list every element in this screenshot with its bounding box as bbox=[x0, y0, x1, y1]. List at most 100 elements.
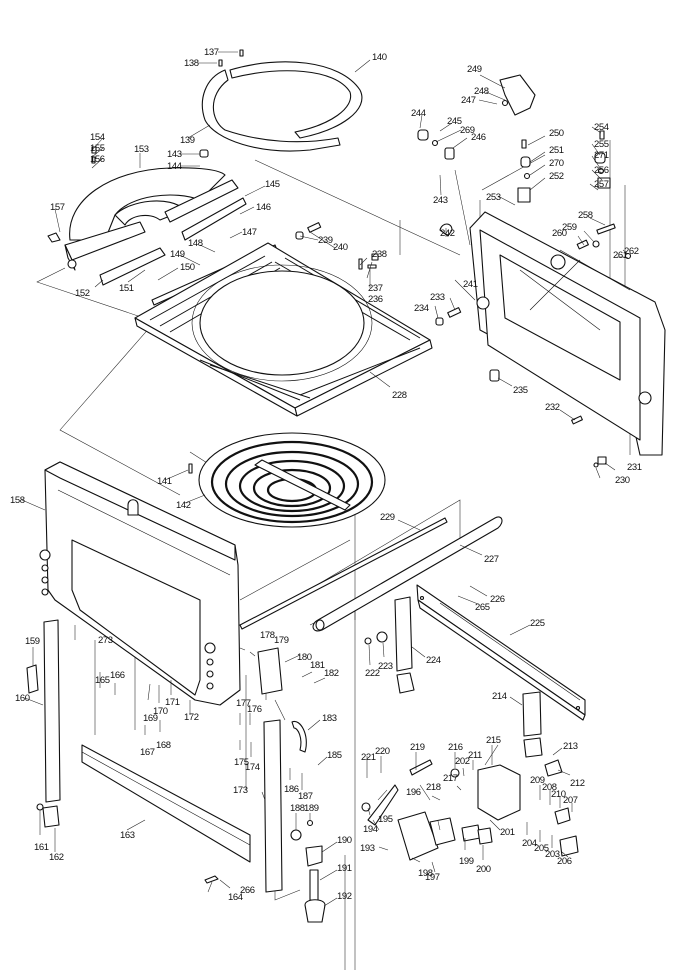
part-label-252: 252 bbox=[549, 171, 564, 182]
part-label-253: 253 bbox=[486, 192, 501, 203]
turn-base-part bbox=[188, 432, 386, 528]
part-label-183: 183 bbox=[322, 713, 337, 724]
part-label-158: 158 bbox=[10, 495, 25, 506]
part-label-225: 225 bbox=[530, 618, 545, 629]
part-label-179: 179 bbox=[274, 635, 289, 646]
part-label-191: 191 bbox=[337, 863, 352, 874]
rod-and-pipe bbox=[239, 516, 503, 632]
part-label-223: 223 bbox=[378, 661, 393, 672]
scale-ring-part bbox=[229, 61, 363, 139]
part-label-153: 153 bbox=[134, 144, 149, 155]
part-label-205: 205 bbox=[534, 843, 549, 854]
part-label-244: 244 bbox=[411, 108, 426, 119]
guide-rail-152 bbox=[99, 247, 166, 286]
part-label-242: 242 bbox=[440, 228, 455, 239]
part-label-198: 198 bbox=[418, 868, 433, 879]
part-label-187: 187 bbox=[298, 791, 313, 802]
part-label-224: 224 bbox=[426, 655, 441, 666]
part-label-220: 220 bbox=[375, 746, 390, 757]
part-label-168: 168 bbox=[156, 740, 171, 751]
cross-brace-225 bbox=[416, 584, 586, 721]
scale-ring-assembly bbox=[201, 49, 363, 152]
miter-arm-part bbox=[69, 167, 226, 241]
part-labels: 1371381391401411421431441451461471481491… bbox=[10, 47, 642, 903]
part-label-150: 150 bbox=[180, 262, 195, 273]
lock-plate-249 bbox=[499, 74, 536, 116]
part-label-256: 256 bbox=[594, 165, 609, 176]
part-label-159: 159 bbox=[25, 636, 40, 647]
part-label-245: 245 bbox=[447, 116, 462, 127]
part-label-270: 270 bbox=[549, 158, 564, 169]
part-label-214: 214 bbox=[492, 691, 507, 702]
part-label-138: 138 bbox=[184, 58, 199, 69]
part-label-215: 215 bbox=[486, 735, 501, 746]
part-label-219: 219 bbox=[410, 742, 425, 753]
part-label-235: 235 bbox=[513, 385, 528, 396]
part-label-247: 247 bbox=[461, 95, 476, 106]
part-label-174: 174 bbox=[245, 762, 260, 773]
part-label-189: 189 bbox=[304, 803, 319, 814]
part-label-246: 246 bbox=[471, 132, 486, 143]
part-label-154: 154 bbox=[90, 132, 105, 143]
part-label-149: 149 bbox=[170, 249, 185, 260]
switch-box-assembly bbox=[361, 759, 579, 861]
part-label-137: 137 bbox=[204, 47, 219, 58]
part-label-239: 239 bbox=[318, 235, 333, 246]
leader-lines bbox=[21, 51, 629, 907]
right-side-frame-part bbox=[469, 211, 666, 456]
part-label-178: 178 bbox=[260, 630, 275, 641]
part-label-241: 241 bbox=[463, 279, 478, 290]
part-label-254: 254 bbox=[594, 122, 609, 133]
part-label-237: 237 bbox=[368, 283, 383, 294]
part-label-177: 177 bbox=[236, 698, 251, 709]
part-label-182: 182 bbox=[324, 668, 339, 679]
part-label-255: 255 bbox=[594, 139, 609, 150]
part-label-193: 193 bbox=[360, 843, 375, 854]
part-label-258: 258 bbox=[578, 210, 593, 221]
part-label-233: 233 bbox=[430, 292, 445, 303]
part-label-163: 163 bbox=[120, 830, 135, 841]
part-label-199: 199 bbox=[459, 856, 474, 867]
cap-235 bbox=[489, 369, 500, 382]
part-label-180: 180 bbox=[297, 652, 312, 663]
part-label-212: 212 bbox=[570, 778, 585, 789]
part-label-195: 195 bbox=[378, 814, 393, 825]
strain-relief-219 bbox=[409, 759, 433, 776]
part-label-147: 147 bbox=[242, 227, 257, 238]
part-label-269: 269 bbox=[460, 125, 475, 136]
part-label-161: 161 bbox=[34, 842, 49, 853]
part-label-221: 221 bbox=[361, 752, 376, 763]
part-label-250: 250 bbox=[549, 128, 564, 139]
part-label-196: 196 bbox=[406, 787, 421, 798]
part-label-181: 181 bbox=[310, 660, 325, 671]
part-label-266: 266 bbox=[240, 885, 255, 896]
part-label-227: 227 bbox=[484, 554, 499, 565]
part-label-208: 208 bbox=[542, 782, 557, 793]
part-label-226: 226 bbox=[490, 594, 505, 605]
part-label-169: 169 bbox=[143, 713, 158, 724]
part-label-228: 228 bbox=[392, 390, 407, 401]
guide-rail-145 bbox=[164, 179, 239, 223]
part-label-251: 251 bbox=[549, 145, 564, 156]
part-label-155: 155 bbox=[90, 143, 105, 154]
part-label-172: 172 bbox=[184, 712, 199, 723]
part-label-232: 232 bbox=[545, 402, 560, 413]
leg-173 bbox=[257, 647, 314, 893]
part-label-238: 238 bbox=[372, 249, 387, 260]
part-label-203: 203 bbox=[545, 849, 560, 860]
pipe-227 bbox=[312, 516, 503, 632]
part-label-166: 166 bbox=[110, 670, 125, 681]
part-label-249: 249 bbox=[467, 64, 482, 75]
part-label-202: 202 bbox=[455, 756, 470, 767]
leg-224 bbox=[364, 596, 415, 694]
part-label-260: 260 bbox=[552, 228, 567, 239]
part-label-160: 160 bbox=[15, 693, 30, 704]
part-label-209: 209 bbox=[530, 775, 545, 786]
part-label-188: 188 bbox=[290, 803, 305, 814]
part-label-157: 157 bbox=[50, 202, 65, 213]
switch-196 bbox=[429, 817, 456, 846]
part-label-210: 210 bbox=[551, 789, 566, 800]
part-label-162: 162 bbox=[49, 852, 64, 863]
part-label-213: 213 bbox=[563, 741, 578, 752]
